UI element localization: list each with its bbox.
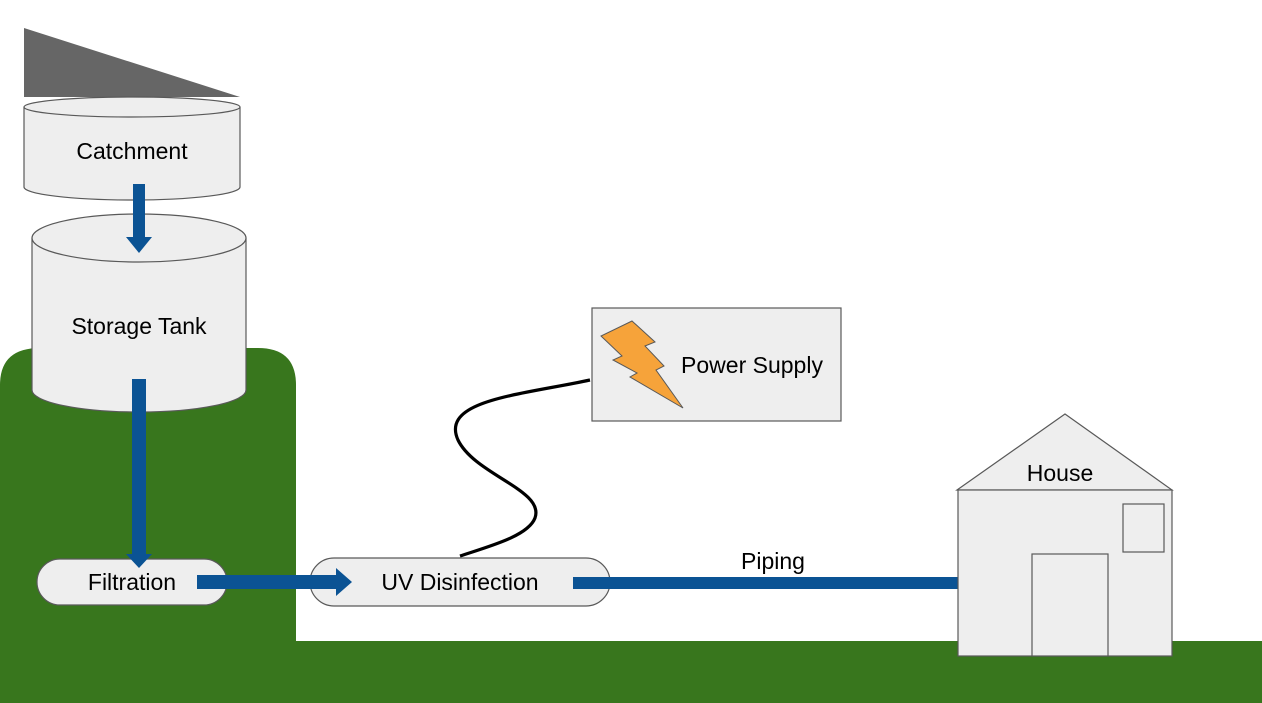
power-supply: Power Supply bbox=[591, 307, 842, 422]
power-cable bbox=[454, 378, 591, 558]
storage-tank-label: Storage Tank bbox=[71, 313, 207, 339]
filtration-label: Filtration bbox=[88, 569, 176, 595]
uv-disinfection-label: UV Disinfection bbox=[381, 569, 538, 595]
power-supply-label: Power Supply bbox=[681, 352, 823, 378]
storage-tank: Storage Tank bbox=[31, 213, 247, 413]
house-door bbox=[1031, 553, 1109, 657]
filtration: Filtration bbox=[36, 558, 228, 606]
piping-label: Piping bbox=[741, 548, 805, 574]
lightning-bolt-icon bbox=[600, 320, 684, 409]
arrow-catchment-to-storage bbox=[126, 184, 152, 253]
arrow-storage-to-filtration bbox=[126, 379, 152, 568]
house: House bbox=[955, 413, 1174, 657]
arrow-filtration-to-uv bbox=[197, 568, 352, 596]
catchment-top bbox=[23, 96, 241, 118]
catchment-roof-icon bbox=[24, 28, 240, 97]
flow-arrows bbox=[126, 184, 990, 596]
house-label: House bbox=[1027, 460, 1093, 486]
catchment: Catchment bbox=[23, 96, 241, 201]
piping-arrow bbox=[573, 571, 990, 595]
catchment-label: Catchment bbox=[76, 138, 188, 164]
catchment-body bbox=[23, 107, 241, 201]
house-window bbox=[1122, 503, 1165, 553]
uv-disinfection: UV Disinfection bbox=[309, 557, 611, 607]
